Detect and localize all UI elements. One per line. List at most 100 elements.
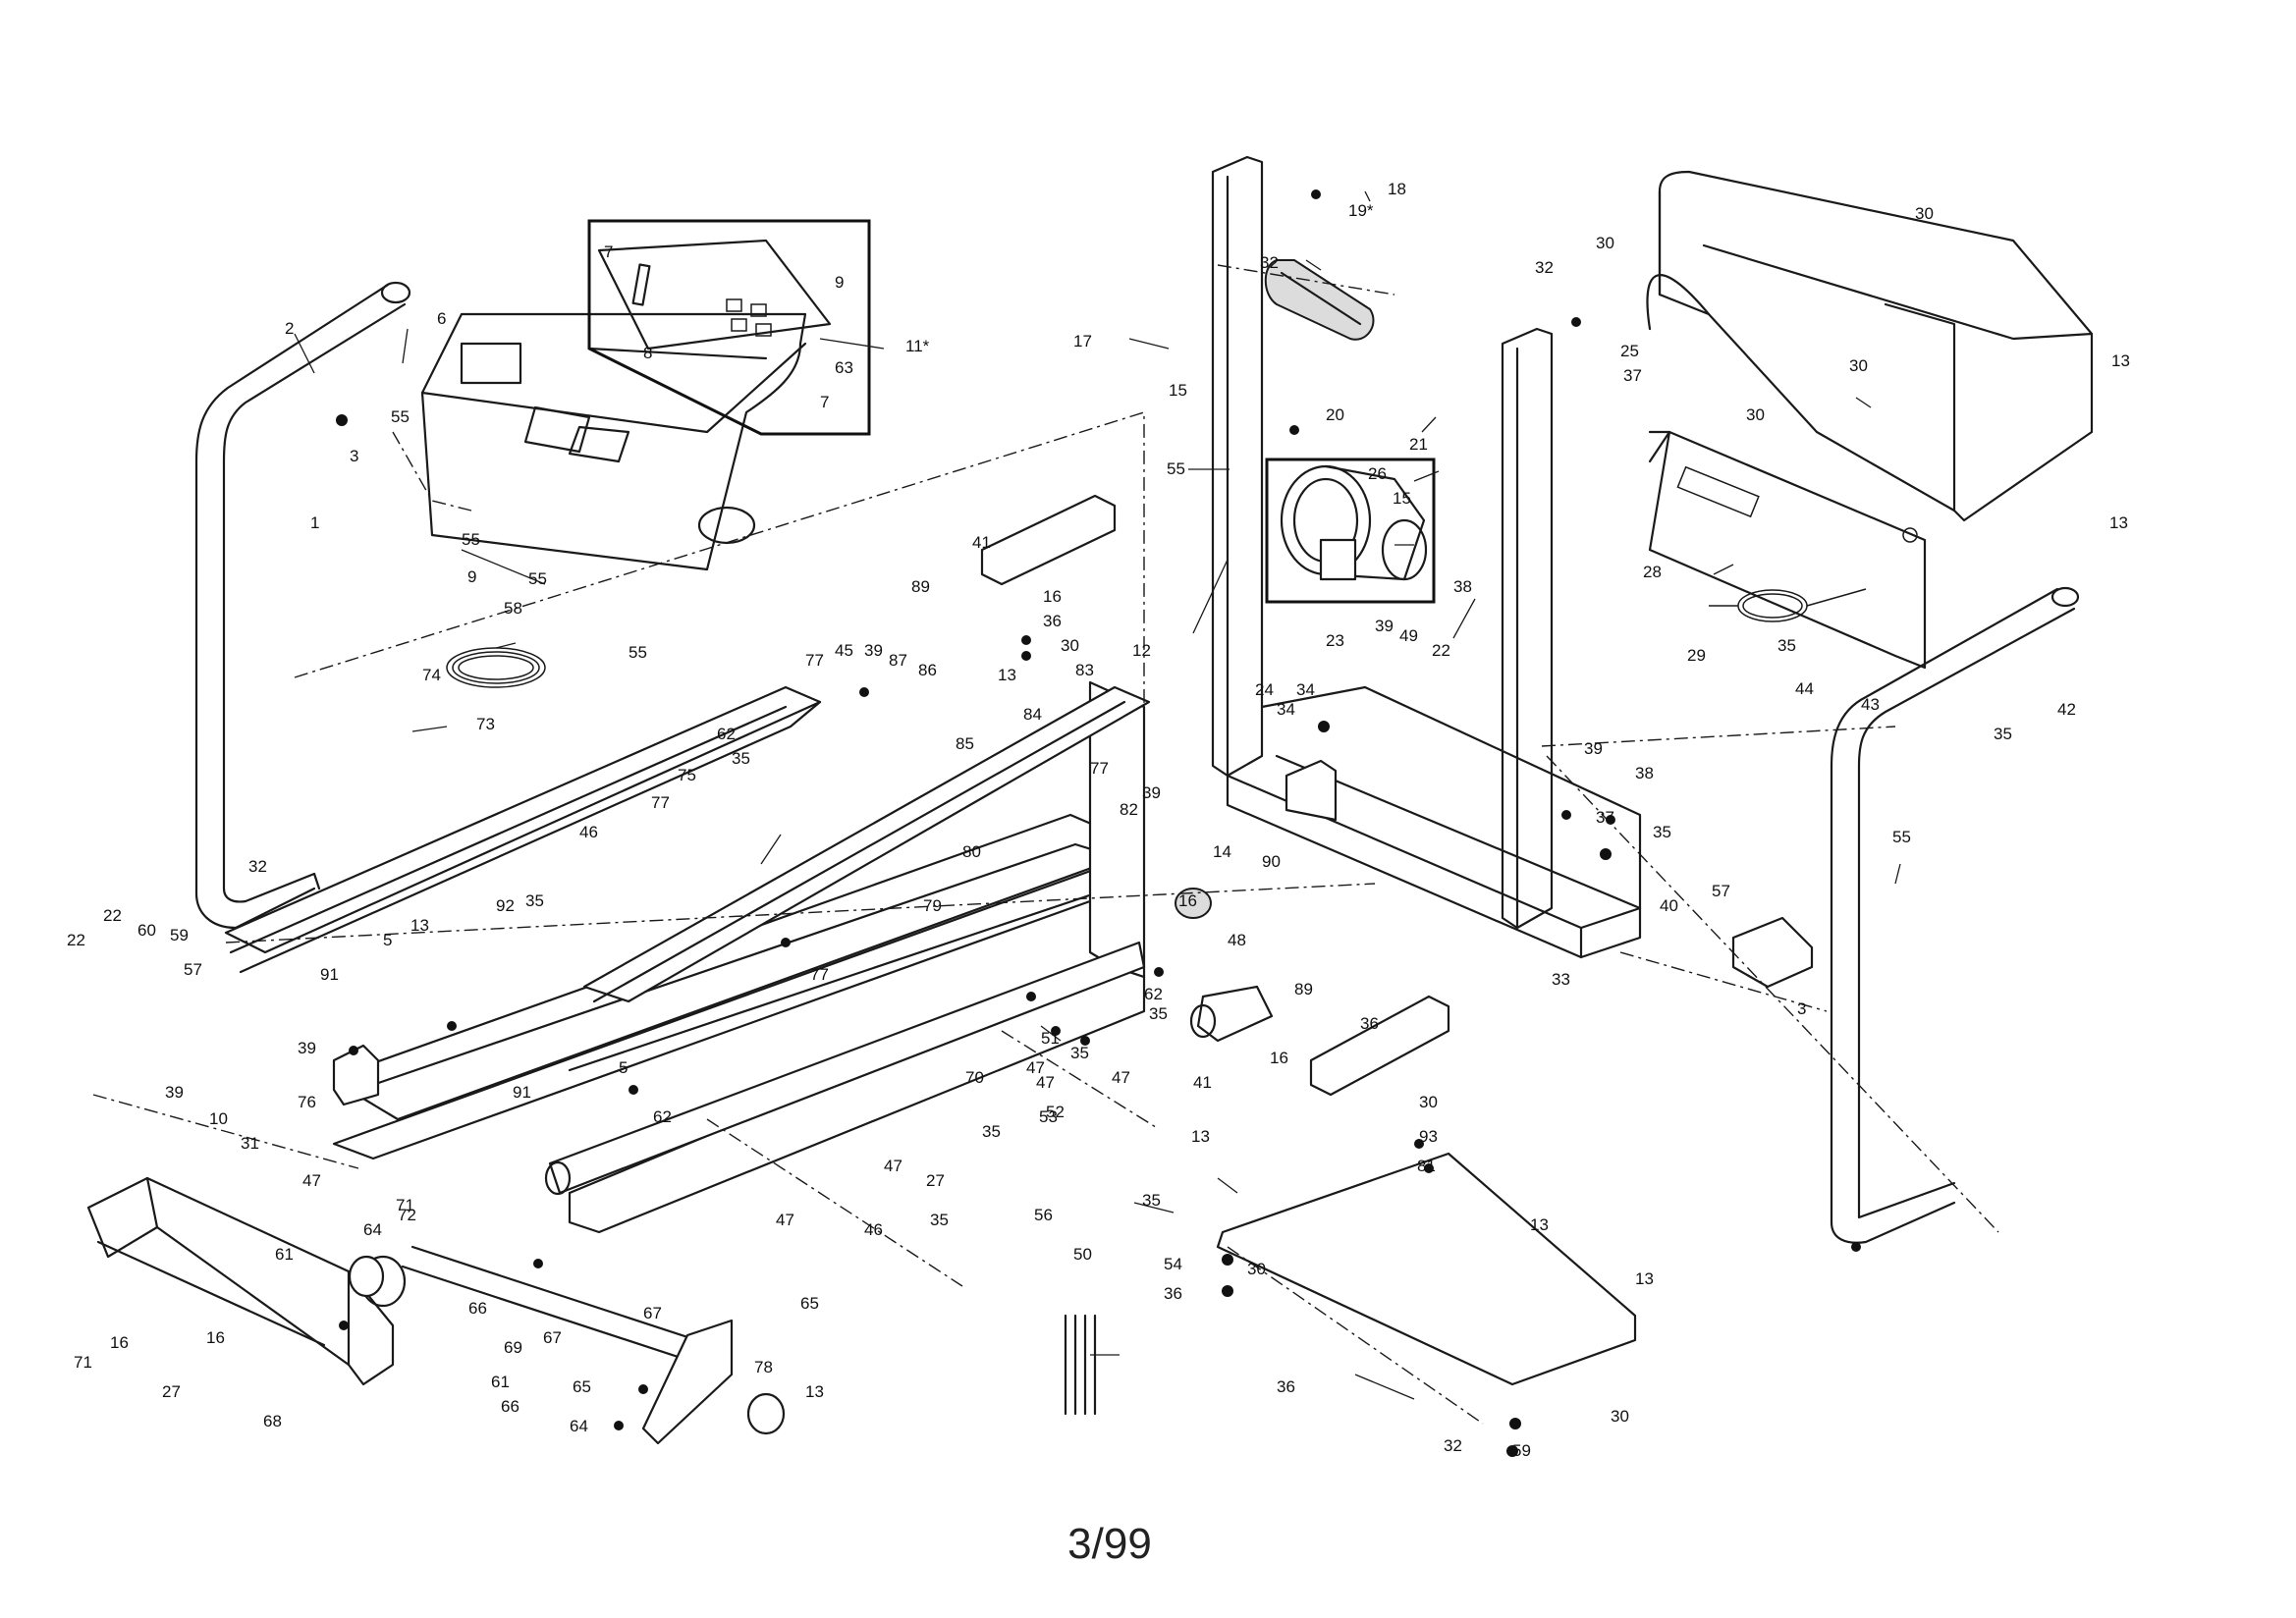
callout: 69 [504,1338,522,1357]
bottom-plate [1216,1152,1637,1386]
callout: 34 [1277,700,1295,719]
callout: 36 [1277,1377,1295,1396]
extension-tube-lower [1309,995,1450,1097]
power-cord [1709,588,1867,622]
explosion-lines [92,264,1999,1425]
callout: 30 [1247,1260,1266,1278]
console [420,312,807,571]
callout: 16 [1178,891,1197,910]
callout: 61 [491,1373,510,1391]
callout: 35 [930,1211,949,1229]
callout: 77 [805,651,824,670]
callout: 65 [800,1294,819,1313]
base-frame [1226,685,1642,959]
callout: 53 [1039,1107,1058,1126]
callout: 61 [275,1245,294,1264]
callout: 11* [905,337,930,355]
callout: 82 [1120,800,1138,819]
callout: 39 [298,1039,316,1057]
callout: 16 [1043,587,1062,606]
control-bracket [1731,916,1814,989]
callout: 55 [391,407,410,426]
callout: 25 [1620,342,1639,360]
callout: 39 [165,1083,184,1102]
callout: 86 [918,661,937,679]
callout: 67 [643,1304,662,1322]
callout: 83 [1075,661,1094,679]
callout: 59 [170,926,189,944]
callout: 75 [678,766,696,784]
wheel-right [746,1392,786,1435]
callout: 30 [1915,204,1934,223]
callout: 35 [1070,1044,1089,1062]
callout: 13 [2109,513,2128,532]
callout: 6 [437,309,446,328]
callout: 32 [1260,253,1279,272]
callout: 35 [525,891,544,910]
leader-lines [294,190,1901,1400]
callout: 76 [298,1093,316,1111]
callout: 23 [1326,631,1344,650]
callout: 13 [1191,1127,1210,1146]
callout: 34 [1296,680,1315,699]
callout: 52 [1046,1103,1065,1121]
callout: 18 [1388,180,1406,198]
callout: 47 [1026,1058,1045,1077]
callout: 47 [1112,1068,1130,1087]
callout: 87 [889,651,907,670]
callout: 3 [1797,999,1806,1018]
callout: 54 [1164,1255,1182,1273]
callout: 30 [1849,356,1868,375]
incline-motor [1189,985,1274,1043]
walking-platform [332,813,1141,1160]
callout: 77 [1090,759,1109,778]
callout: 13 [1635,1269,1654,1288]
callout: 28 [1643,563,1662,581]
callout: 15 [1169,381,1187,400]
callout: 47 [302,1171,321,1190]
callout: 55 [1167,459,1185,478]
callout: 13 [2111,351,2130,370]
drive-belt [1264,259,1375,341]
callout: 39 [1142,783,1161,802]
callout: 16 [1270,1049,1288,1067]
callout: 39 [1584,739,1603,758]
callout: 13 [1530,1215,1549,1234]
callout: 81 [1417,1157,1436,1175]
callout: 17 [1073,332,1092,351]
callout: 9 [467,567,476,586]
left-frame-rail [224,685,822,974]
callout: 63 [835,358,853,377]
pulley [1175,888,1212,919]
callout: 22 [1432,641,1450,660]
callout: 71 [396,1196,414,1214]
callout: 8 [643,344,652,362]
callout: 40 [1660,896,1678,915]
callout: 79 [923,896,942,915]
callout: 32 [1444,1436,1462,1455]
callout: 16 [206,1328,225,1347]
callout: 26 [1368,464,1387,483]
right-upright [1501,327,1554,930]
callout: 35 [1777,636,1796,655]
callout: 5 [619,1058,628,1077]
callout: 30 [1611,1407,1629,1426]
callout: 39 [1375,617,1394,635]
callout: 64 [363,1220,382,1239]
callout: 30 [1419,1093,1438,1111]
callout: 62 [653,1107,672,1126]
callout: 35 [1994,725,2012,743]
left-upright [1211,155,1264,778]
motor-hood [1646,170,2094,522]
callout: 38 [1635,764,1654,782]
callout: 35 [732,749,750,768]
callout: 27 [926,1171,945,1190]
console-overlay-inset [587,219,871,436]
callout: 72 [398,1206,416,1224]
callout: 22 [103,906,122,925]
callout: 39 [864,641,883,660]
callout: 49 [1399,626,1418,645]
callout: 91 [513,1083,531,1102]
callout: 80 [962,842,981,861]
cable-ties [1064,1314,1097,1416]
